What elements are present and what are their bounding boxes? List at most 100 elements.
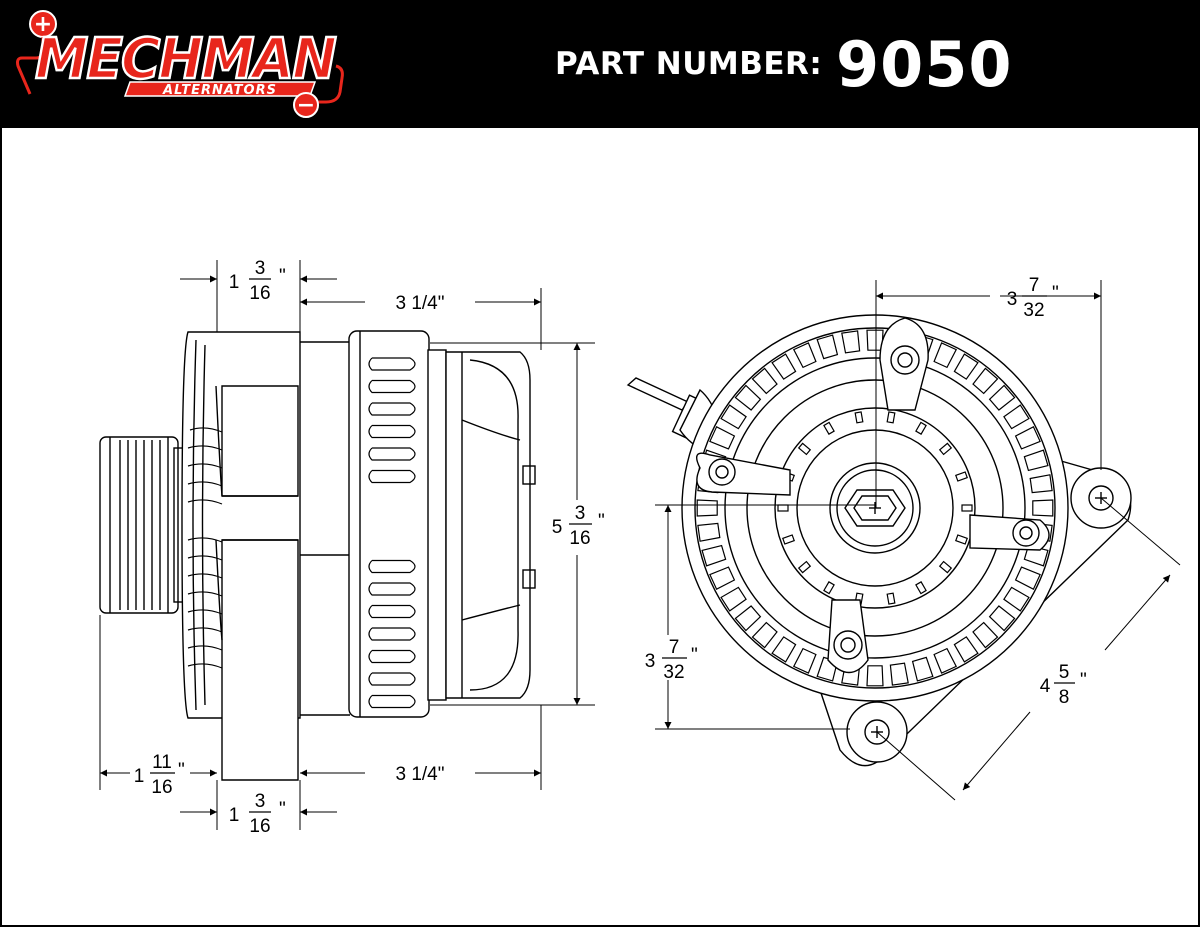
vent-slot: [1014, 566, 1041, 591]
mechman-logo: + MECHMAN ALTERNATORS −: [16, 10, 344, 118]
vent-slot: [792, 647, 817, 674]
vent-slot: [751, 621, 778, 649]
svg-text:3: 3: [645, 651, 656, 672]
cooling-fin: [368, 424, 416, 439]
rotor-stud: [823, 581, 835, 595]
vent-slot: [709, 566, 736, 591]
vent-slot: [771, 353, 797, 380]
vent-slot: [734, 384, 762, 411]
svg-text:32: 32: [1023, 300, 1044, 321]
side-view-dimensions: [99, 260, 595, 830]
vent-slot: [866, 329, 884, 351]
vent-slot: [1023, 449, 1049, 472]
vent-slot: [953, 636, 979, 663]
cooling-fin: [368, 559, 416, 574]
svg-text:7: 7: [669, 637, 680, 658]
vent-slot: [720, 404, 747, 430]
rear-housing: [348, 330, 430, 718]
vent-slot: [709, 425, 736, 450]
dim-bottom-flange-width: 1 3 16 ": [229, 791, 286, 837]
rotor-stud: [915, 421, 927, 435]
rotor-stud: [886, 592, 896, 605]
cooling-fin: [368, 627, 416, 641]
vent-slot: [792, 342, 817, 369]
svg-text:8: 8: [1059, 687, 1070, 708]
svg-text:3: 3: [255, 791, 266, 812]
vent-slot: [1014, 425, 1041, 450]
vent-slot: [701, 544, 727, 567]
vent-slot: [972, 621, 999, 649]
header-bar: + MECHMAN ALTERNATORS − PART NUMBER: 905…: [0, 0, 1200, 128]
svg-text:": ": [1080, 670, 1087, 691]
rotor-stud: [955, 471, 968, 482]
rear-cover: [427, 349, 536, 701]
cooling-fin: [368, 604, 416, 619]
dim-top-left-width: 1 3 16 ": [229, 258, 286, 304]
vent-slot: [697, 522, 721, 542]
cooling-fin: [368, 447, 416, 461]
vent-slot: [696, 499, 718, 517]
side-view: [99, 330, 536, 781]
vent-slot: [751, 367, 778, 395]
cooling-fin: [368, 379, 416, 394]
svg-text:1: 1: [134, 766, 145, 787]
svg-text:16: 16: [569, 528, 590, 549]
svg-text:1: 1: [229, 272, 240, 293]
svg-text:16: 16: [249, 283, 270, 304]
front-view: [626, 314, 1132, 767]
svg-text:7: 7: [1029, 275, 1040, 296]
rotor-stud: [797, 560, 812, 574]
front-view-dimensions: [655, 280, 1181, 801]
vent-slot: [953, 353, 979, 380]
dim-bottom-body-length: 3 1/4": [395, 764, 444, 785]
svg-text:5: 5: [1059, 662, 1070, 683]
svg-text:4: 4: [1040, 676, 1051, 697]
dim-height: 5 3 16 ": [552, 503, 605, 549]
rotor-stud: [782, 534, 795, 545]
vent-slot: [933, 647, 958, 674]
cooling-fin: [368, 649, 416, 664]
vent-slot: [911, 656, 934, 682]
dim-top-body-length: 3 1/4": [395, 293, 444, 314]
svg-text:": ": [598, 511, 605, 532]
svg-text:": ": [1052, 283, 1059, 304]
cooling-fin: [368, 672, 416, 686]
svg-text:11: 11: [152, 752, 172, 773]
svg-text:16: 16: [249, 816, 270, 837]
vent-slot: [1032, 499, 1054, 517]
vent-slot: [771, 636, 797, 663]
svg-text:5: 5: [552, 517, 563, 538]
minus-icon: [293, 92, 319, 118]
rotor-stud: [938, 560, 953, 574]
cooling-fin: [368, 357, 416, 371]
rotor-stud: [961, 504, 973, 512]
cooling-fin: [368, 694, 416, 709]
svg-text:": ": [691, 645, 698, 666]
vent-slot: [1003, 404, 1030, 430]
vent-slot: [1029, 474, 1053, 494]
vent-slot: [988, 384, 1016, 411]
vent-slot: [816, 334, 839, 360]
cooling-fin: [368, 582, 416, 596]
front-housing: [181, 331, 301, 781]
part-number-value: 9050: [836, 28, 1013, 101]
vent-slot: [720, 586, 747, 612]
svg-text:": ": [279, 266, 286, 287]
dim-front-horizontal: 3 7 32 ": [1007, 275, 1059, 321]
svg-text:1: 1: [229, 805, 240, 826]
brand-wordmark: MECHMAN: [35, 27, 336, 92]
vent-slot: [933, 342, 958, 369]
rotor-stud: [915, 581, 927, 595]
rotor-stud: [854, 411, 864, 424]
svg-text:3: 3: [255, 258, 266, 279]
vent-slot: [841, 330, 861, 354]
rotor-stud: [823, 421, 835, 435]
vent-slot: [988, 605, 1016, 632]
svg-text:": ": [279, 799, 286, 820]
svg-text:32: 32: [663, 662, 684, 683]
svg-text:+: +: [34, 12, 52, 37]
svg-text:": ": [178, 760, 185, 781]
svg-text:−: −: [297, 93, 315, 118]
vent-slot: [734, 605, 762, 632]
